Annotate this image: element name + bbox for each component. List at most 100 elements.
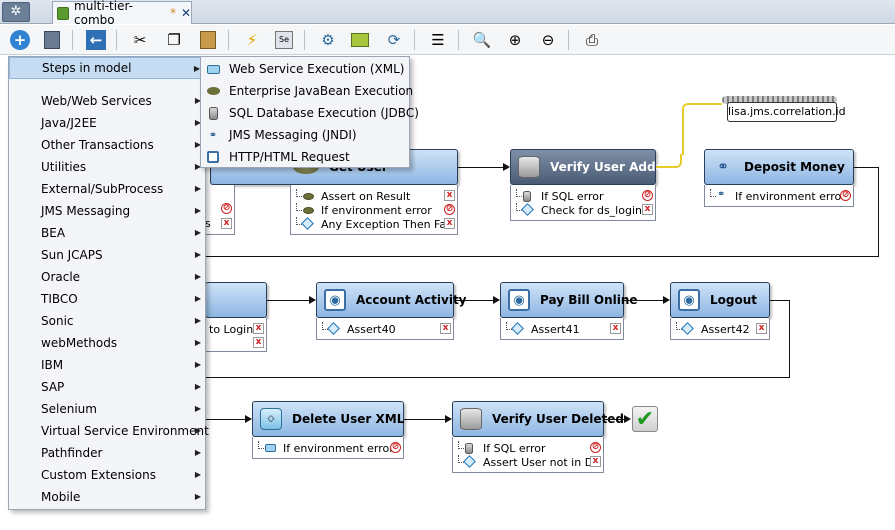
tab-close-icon[interactable]: ✕ xyxy=(180,6,191,20)
menu-item-jms-messaging-jndi[interactable]: ⚭JMS Messaging (JNDI) xyxy=(201,124,409,146)
database-icon xyxy=(523,191,531,202)
gear-icon[interactable]: ⚙ xyxy=(321,31,335,49)
expand-icon[interactable] xyxy=(348,28,372,52)
delete-icon[interactable] xyxy=(40,28,64,52)
menu-item-enterprise-javabean-execution[interactable]: Enterprise JavaBean Execution xyxy=(201,80,413,102)
menu-item-custom-extensions[interactable]: Custom Extensions▶ xyxy=(41,468,201,482)
export-icon[interactable]: ⎙ xyxy=(585,31,598,49)
zoom-icon[interactable]: 🔍 xyxy=(472,31,492,49)
menu-item-web-services[interactable]: Web/Web Services▶ xyxy=(41,94,201,108)
assertions-deposit-money: ⚭If environment error⊘ xyxy=(704,185,854,207)
xml-icon xyxy=(265,444,276,452)
stop-icon[interactable]: ⊘ xyxy=(642,190,653,201)
home-tab-icon[interactable]: ✲ xyxy=(2,2,30,22)
remove-icon[interactable]: x xyxy=(444,190,455,201)
lightning-icon[interactable]: ⚡ xyxy=(246,31,258,49)
end-success-icon[interactable]: ✔ xyxy=(632,406,658,432)
add-step-icon[interactable]: + xyxy=(8,28,32,52)
remove-icon[interactable]: x xyxy=(253,323,264,334)
menu-item-pathfinder[interactable]: Pathfinder▶ xyxy=(41,446,201,460)
remove-icon[interactable]: x xyxy=(440,323,451,334)
assertion-row[interactable]: If environment error⊘ xyxy=(253,441,403,455)
assertion-row[interactable]: ⚭If environment error⊘ xyxy=(705,189,853,203)
jms-icon: ⚭ xyxy=(208,129,218,141)
menu-item-web-service-execution-xml[interactable]: Web Service Execution (XML) xyxy=(201,58,409,80)
web-icon: ◉ xyxy=(508,289,530,311)
property-box[interactable]: lisa.jms.correlation.id xyxy=(727,102,846,122)
assertion-row[interactable]: If SQL error⊘ xyxy=(511,189,655,203)
menu-item-http-html-request[interactable]: HTTP/HTML Request xyxy=(201,146,409,168)
step-pay-bill-online[interactable]: ◉ Pay Bill Online xyxy=(500,282,638,318)
remove-icon[interactable]: x xyxy=(221,218,232,229)
stop-icon[interactable]: ⊘ xyxy=(390,442,401,453)
stop-icon[interactable]: ⊘ xyxy=(840,190,851,201)
step-deposit-money[interactable]: ⚭ Deposit Money xyxy=(704,149,854,185)
step-login-partial[interactable] xyxy=(205,282,267,318)
database-icon xyxy=(460,408,482,430)
tab-label: multi-tier-combo xyxy=(74,0,133,27)
remove-icon[interactable]: x xyxy=(253,337,264,348)
menu-item-oracle[interactable]: Oracle▶ xyxy=(41,270,201,284)
step-label: Verify User Deleted xyxy=(492,412,624,426)
step-label: Verify User Added xyxy=(550,160,673,174)
data-link xyxy=(682,103,722,155)
assertion-row[interactable]: If SQL error⊘ xyxy=(453,441,603,455)
menu-item-virtual-service-environment[interactable]: Virtual Service Environment▶ xyxy=(41,424,209,438)
copy-icon[interactable]: ❐ xyxy=(167,31,181,49)
step-verify-user-deleted[interactable]: Verify User Deleted xyxy=(452,401,624,437)
refresh-icon[interactable]: ⟳ xyxy=(387,31,401,49)
menu-item-sql-database-execution[interactable]: SQL Database Execution (JDBC) xyxy=(201,102,419,124)
menu-item-tibco[interactable]: TIBCO▶ xyxy=(41,292,201,306)
stop-icon[interactable]: ⊘ xyxy=(221,203,232,214)
remove-icon[interactable]: x xyxy=(610,323,621,334)
back-icon[interactable]: ← xyxy=(84,28,108,52)
menu-item-utilities[interactable]: Utilities▶ xyxy=(41,160,201,174)
stop-icon[interactable]: ⊘ xyxy=(590,442,601,453)
remove-icon[interactable]: x xyxy=(444,218,455,229)
tab-multi-tier-combo[interactable]: multi-tier-combo * ✕ xyxy=(52,0,192,27)
se-icon[interactable]: Se xyxy=(272,28,296,52)
stop-icon[interactable]: ⊘ xyxy=(444,204,455,215)
menu-item-sonic[interactable]: Sonic▶ xyxy=(41,314,201,328)
menu-item-selenium[interactable]: Selenium▶ xyxy=(41,402,201,416)
menu-item-webmethods[interactable]: webMethods▶ xyxy=(41,336,201,350)
menu-item-steps-in-model[interactable]: Steps in model▶ xyxy=(9,57,205,79)
menu-item-ibm[interactable]: IBM▶ xyxy=(41,358,201,372)
menu-item-sap[interactable]: SAP▶ xyxy=(41,380,201,394)
remove-icon[interactable]: x xyxy=(756,323,767,334)
menu-item-sun-jcaps[interactable]: Sun JCAPS▶ xyxy=(41,248,201,262)
zoom-out-icon[interactable]: ⊖ xyxy=(541,31,555,49)
step-delete-user-xml[interactable]: ◇ Delete User XML xyxy=(252,401,404,437)
step-verify-user-added[interactable]: Verify User Added xyxy=(510,149,672,185)
menu-item-other-transactions[interactable]: Other Transactions▶ xyxy=(41,138,201,152)
menu-item-bea[interactable]: BEA▶ xyxy=(41,226,201,240)
step-logout[interactable]: ◉ Logout xyxy=(670,282,770,318)
jms-icon: ⚭ xyxy=(717,159,729,175)
paste-icon[interactable] xyxy=(196,28,220,52)
cut-icon[interactable]: ✂ xyxy=(133,31,147,49)
menu-item-mobile[interactable]: Mobile▶ xyxy=(41,490,201,504)
zoom-in-icon[interactable]: ⊕ xyxy=(508,31,522,49)
remove-icon[interactable]: x xyxy=(590,456,601,467)
assertion-row[interactable]: x xyxy=(205,336,266,350)
list-icon[interactable]: ☰ xyxy=(431,31,445,49)
assertion-row[interactable]: If environment error⊘ xyxy=(291,203,457,217)
menu-item-external-subprocess[interactable]: External/SubProcess▶ xyxy=(41,182,201,196)
menu-item-jms-messaging[interactable]: JMS Messaging▶ xyxy=(41,204,201,218)
menu-item-java-j2ee[interactable]: Java/J2EE▶ xyxy=(41,116,201,130)
tab-bar: ✲ multi-tier-combo * ✕ xyxy=(0,0,895,27)
step-account-activity[interactable]: ◉ Account Activity xyxy=(316,282,467,318)
assertion-icon xyxy=(521,203,534,216)
remove-icon[interactable]: x xyxy=(642,204,653,215)
web-icon: ◉ xyxy=(324,289,346,311)
test-case-icon xyxy=(57,6,70,20)
